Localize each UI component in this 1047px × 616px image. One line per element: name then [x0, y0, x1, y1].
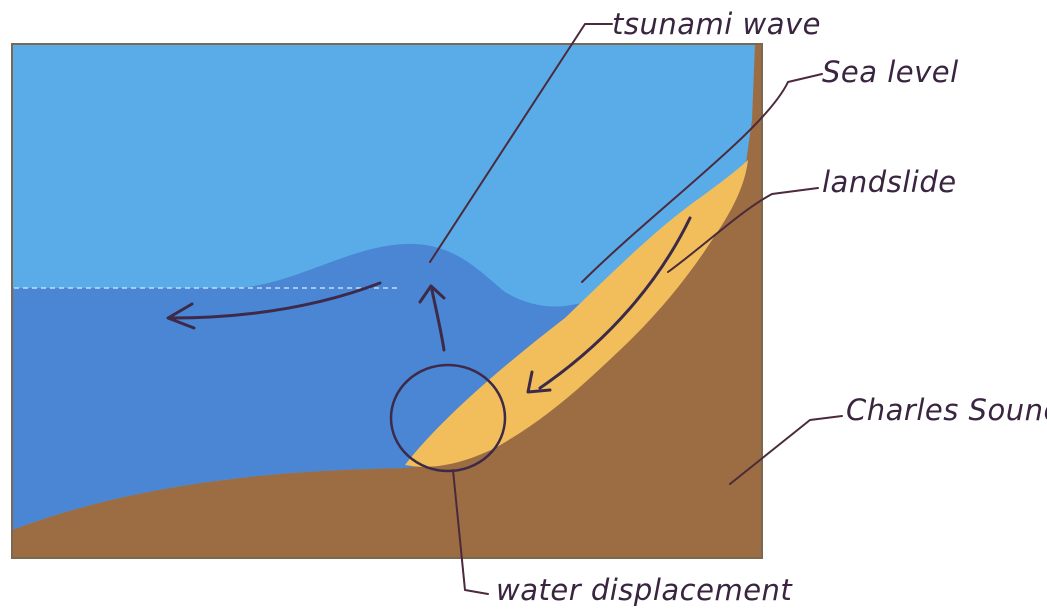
charles-sound-label: Charles Sound	[846, 393, 1047, 427]
sea-level-label: Sea level	[822, 55, 959, 89]
tsunami-wave-label: tsunami wave	[612, 7, 821, 41]
water-displacement-label: water displacement	[496, 573, 793, 607]
landslide-label: landslide	[822, 165, 957, 199]
